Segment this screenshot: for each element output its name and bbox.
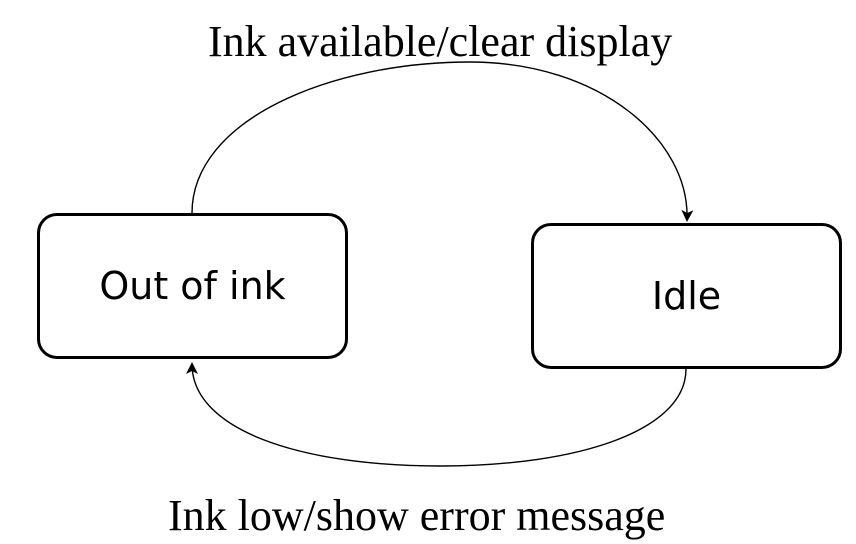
state-label-idle: Idle	[651, 274, 722, 318]
transition-label-ink-available: Ink available/clear display	[208, 17, 673, 66]
arrow-out-to-idle	[191, 61, 694, 222]
transition-label-ink-low: Ink low/show error message	[168, 491, 666, 540]
state-out-of-ink: Out of ink	[37, 213, 348, 359]
state-idle: Idle	[531, 223, 842, 369]
arrow-idle-to-out	[186, 362, 687, 467]
state-label-out-of-ink: Out of ink	[99, 264, 286, 308]
